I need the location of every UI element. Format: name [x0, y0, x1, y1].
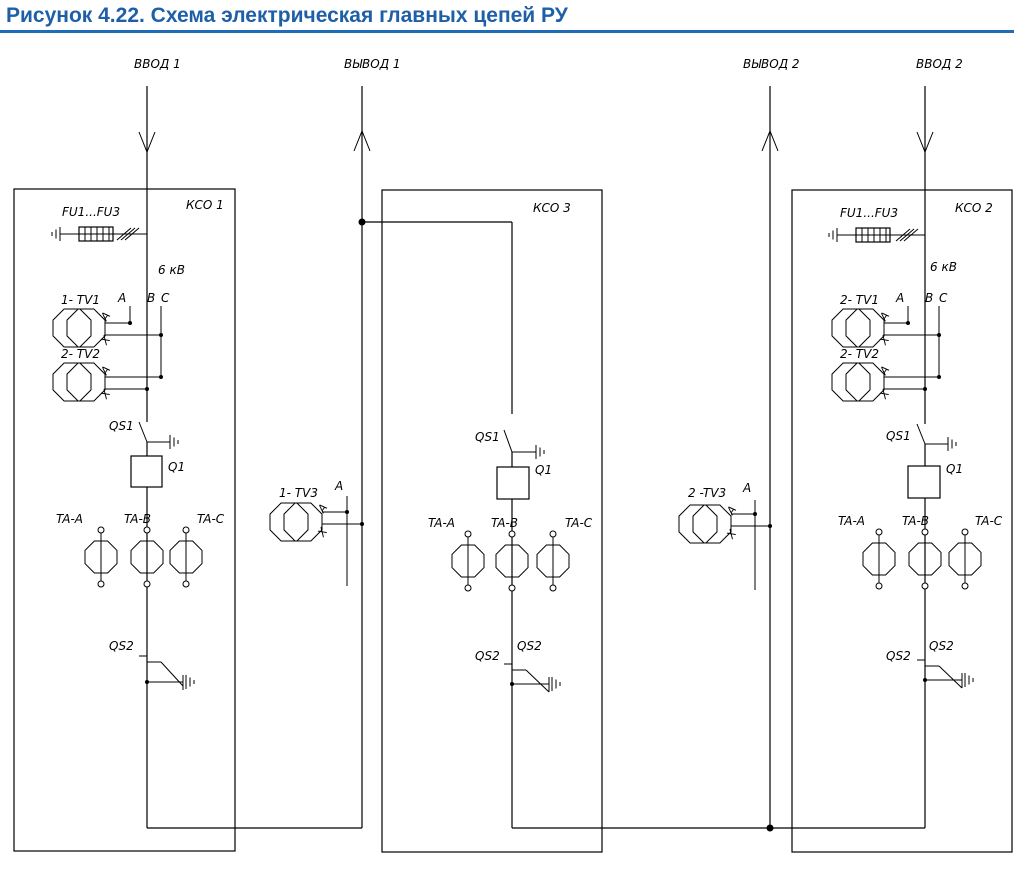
kso2-ta-b-symbol	[908, 528, 942, 590]
cell-kso3-box	[381, 189, 603, 853]
tv3-right-label: 2 -TV3	[688, 486, 726, 500]
tv3-right-mark-a: A	[724, 503, 740, 517]
figure-caption: Рисунок 4.22. Схема электрическая главны…	[0, 0, 1024, 34]
kso1-q1-label: Q1	[168, 460, 185, 474]
kso1-ta-c-label: TA-C	[197, 512, 225, 526]
feeder-label-vyvod2: ВЫВОД 2	[743, 57, 800, 71]
kso3-qs1-label: QS1	[475, 430, 500, 444]
feeder-label-vvod1: ВВОД 1	[134, 57, 181, 71]
kso1-tv1-mark-a: A	[98, 309, 114, 323]
kso1-tv1-label: 1- TV1	[61, 293, 100, 307]
kso2-q1-label: Q1	[946, 462, 963, 476]
cell-kso2-name: КСО 2	[955, 201, 993, 215]
kso3-ta-a-symbol	[451, 530, 485, 592]
kso1-ta-c-symbol	[169, 526, 203, 588]
kso1-voltage-label: 6 кВ	[158, 263, 185, 277]
kso1-ta-b-symbol	[130, 526, 164, 588]
kso2-tv1-mark-a: A	[877, 309, 893, 323]
kso1-tv1-symbol	[52, 308, 106, 348]
kso2-tv1-symbol	[831, 308, 885, 348]
kso3-qs2-label-right: QS2	[517, 639, 542, 653]
vyvod1-outgoing-arrow	[353, 129, 371, 152]
kso2-ta-a-label: TA-A	[838, 514, 865, 528]
tv3-right-mark-x: X	[724, 527, 740, 542]
kso2-fuse-label: FU1...FU3	[840, 206, 898, 220]
title-underline	[0, 30, 1014, 33]
kso2-q1-breaker	[907, 465, 941, 499]
kso3-q1-breaker	[496, 466, 530, 500]
kso3-ta-c-label: TA-C	[565, 516, 593, 530]
cell-kso3-circuit: QS1 Q1 TA-A TA-B TA-C QS2 QS2	[428, 222, 593, 828]
vyvod2-outgoing-arrow	[761, 129, 779, 152]
kso2-qs2-label-right: QS2	[929, 639, 954, 653]
kso1-fuse-symbol	[51, 226, 147, 242]
kso1-qs2-label: QS2	[109, 639, 134, 653]
tv3-left-label: 1- TV3	[279, 486, 318, 500]
kso1-ta-a-label: TA-A	[56, 512, 83, 526]
tv3-right-symbol	[678, 504, 732, 544]
kso2-ta-b-label: TA-B	[902, 514, 929, 528]
kso1-phase-b: B	[147, 291, 155, 305]
figure-title: Рисунок 4.22. Схема электрическая главны…	[6, 4, 568, 27]
kso3-qs2-label-left: QS2	[475, 649, 500, 663]
kso2-phase-c: C	[939, 291, 948, 305]
vyvod1-circuit: A X 1- TV3 A	[269, 86, 512, 828]
kso2-ta-c-symbol	[948, 528, 982, 590]
vyvod2-circuit: A X 2 -TV3 A	[678, 86, 779, 828]
kso3-ta-b-symbol	[495, 530, 529, 592]
kso1-incoming-arrow	[138, 131, 156, 154]
cell-kso1-box	[13, 188, 236, 852]
kso2-tv1-label: 2- TV1	[840, 293, 879, 307]
cell-kso3-name: КСО 3	[533, 201, 571, 215]
kso1-qs1-label: QS1	[109, 419, 134, 433]
kso1-phase-a: A	[117, 291, 126, 305]
kso3-q1-label: Q1	[535, 463, 552, 477]
kso2-phase-b: B	[925, 291, 933, 305]
kso1-phase-c: C	[161, 291, 170, 305]
kso2-tv2-symbol	[831, 362, 885, 402]
kso1-tv2-symbol	[52, 362, 106, 402]
cell-kso1-circuit: FU1...FU3 6 кВ A B C A X 1- TV1 A X 2- T…	[51, 86, 225, 828]
kso3-ta-a-label: TA-A	[428, 516, 455, 530]
kso2-voltage-label: 6 кВ	[930, 260, 957, 274]
kso1-tv2-mark-a: A	[98, 363, 114, 377]
kso1-q1-breaker	[130, 455, 163, 488]
tv3-right-phase: A	[742, 481, 751, 495]
kso2-tv2-label: 2- TV2	[840, 347, 879, 361]
kso2-tv2-mark-a: A	[877, 363, 893, 377]
kso1-tv2-label: 2- TV2	[61, 347, 100, 361]
feeder-label-vvod2: ВВОД 2	[916, 57, 963, 71]
tv3-left-symbol	[269, 502, 323, 542]
kso2-fuse-symbol	[828, 227, 925, 243]
kso2-qs1-label: QS1	[886, 429, 911, 443]
cell-kso1-name: КСО 1	[186, 198, 224, 212]
cell-kso2-box	[791, 189, 1013, 853]
cell-kso2-circuit: FU1...FU3 6 кВ A B C A X 2- TV1 A X 2- T…	[828, 86, 1003, 828]
kso1-ta-b-label: TA-B	[124, 512, 151, 526]
kso1-ta-a-symbol	[84, 526, 118, 588]
kso2-ta-c-label: TA-C	[975, 514, 1003, 528]
kso2-qs2-label-left: QS2	[886, 649, 911, 663]
kso1-fuse-label: FU1...FU3	[62, 205, 120, 219]
kso2-ta-a-symbol	[862, 528, 896, 590]
kso3-ta-c-symbol	[536, 530, 570, 592]
kso2-phase-a: A	[895, 291, 904, 305]
tv3-left-mark-a: A	[315, 501, 331, 515]
kso2-incoming-arrow	[916, 131, 934, 154]
feeder-label-vyvod1: ВЫВОД 1	[344, 57, 401, 71]
tv3-left-phase: A	[334, 479, 343, 493]
kso3-ta-b-label: TA-B	[491, 516, 518, 530]
tv3-left-mark-x: X	[315, 525, 331, 540]
